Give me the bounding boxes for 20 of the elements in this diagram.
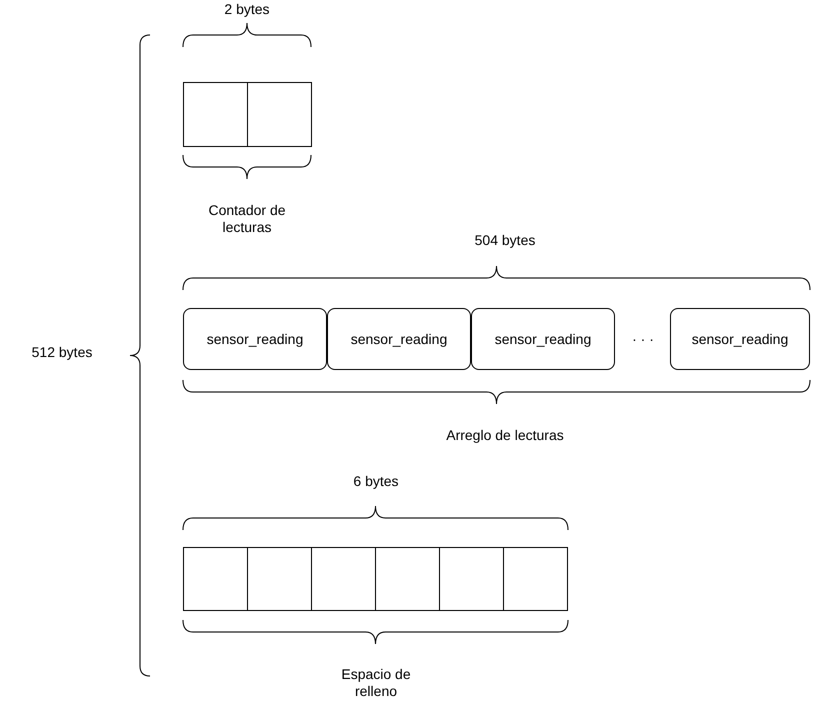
sensor-reading-box: sensor_reading xyxy=(183,308,327,370)
sensor-reading-box: sensor_reading xyxy=(670,308,810,370)
memory-cell xyxy=(311,547,376,611)
memory-cell xyxy=(503,547,568,611)
memory-cell xyxy=(247,547,312,611)
field-label: Contador de lecturas xyxy=(207,202,287,236)
sensor-reading-box: sensor_reading xyxy=(327,308,471,370)
ellipsis: · · · xyxy=(631,331,655,348)
memory-cell xyxy=(439,547,504,611)
size-label: 2 bytes xyxy=(223,1,271,18)
sensor-reading-box: sensor_reading xyxy=(471,308,615,370)
memory-cell xyxy=(183,82,248,147)
memory-cell xyxy=(247,82,312,147)
size-label: 512 bytes xyxy=(30,344,94,361)
size-label: 6 bytes xyxy=(352,473,400,490)
memory-cell xyxy=(183,547,248,611)
memory-cell xyxy=(375,547,440,611)
field-label: Espacio de relleno xyxy=(340,666,412,700)
field-label: Arreglo de lecturas xyxy=(445,427,565,444)
size-label: 504 bytes xyxy=(474,232,536,249)
